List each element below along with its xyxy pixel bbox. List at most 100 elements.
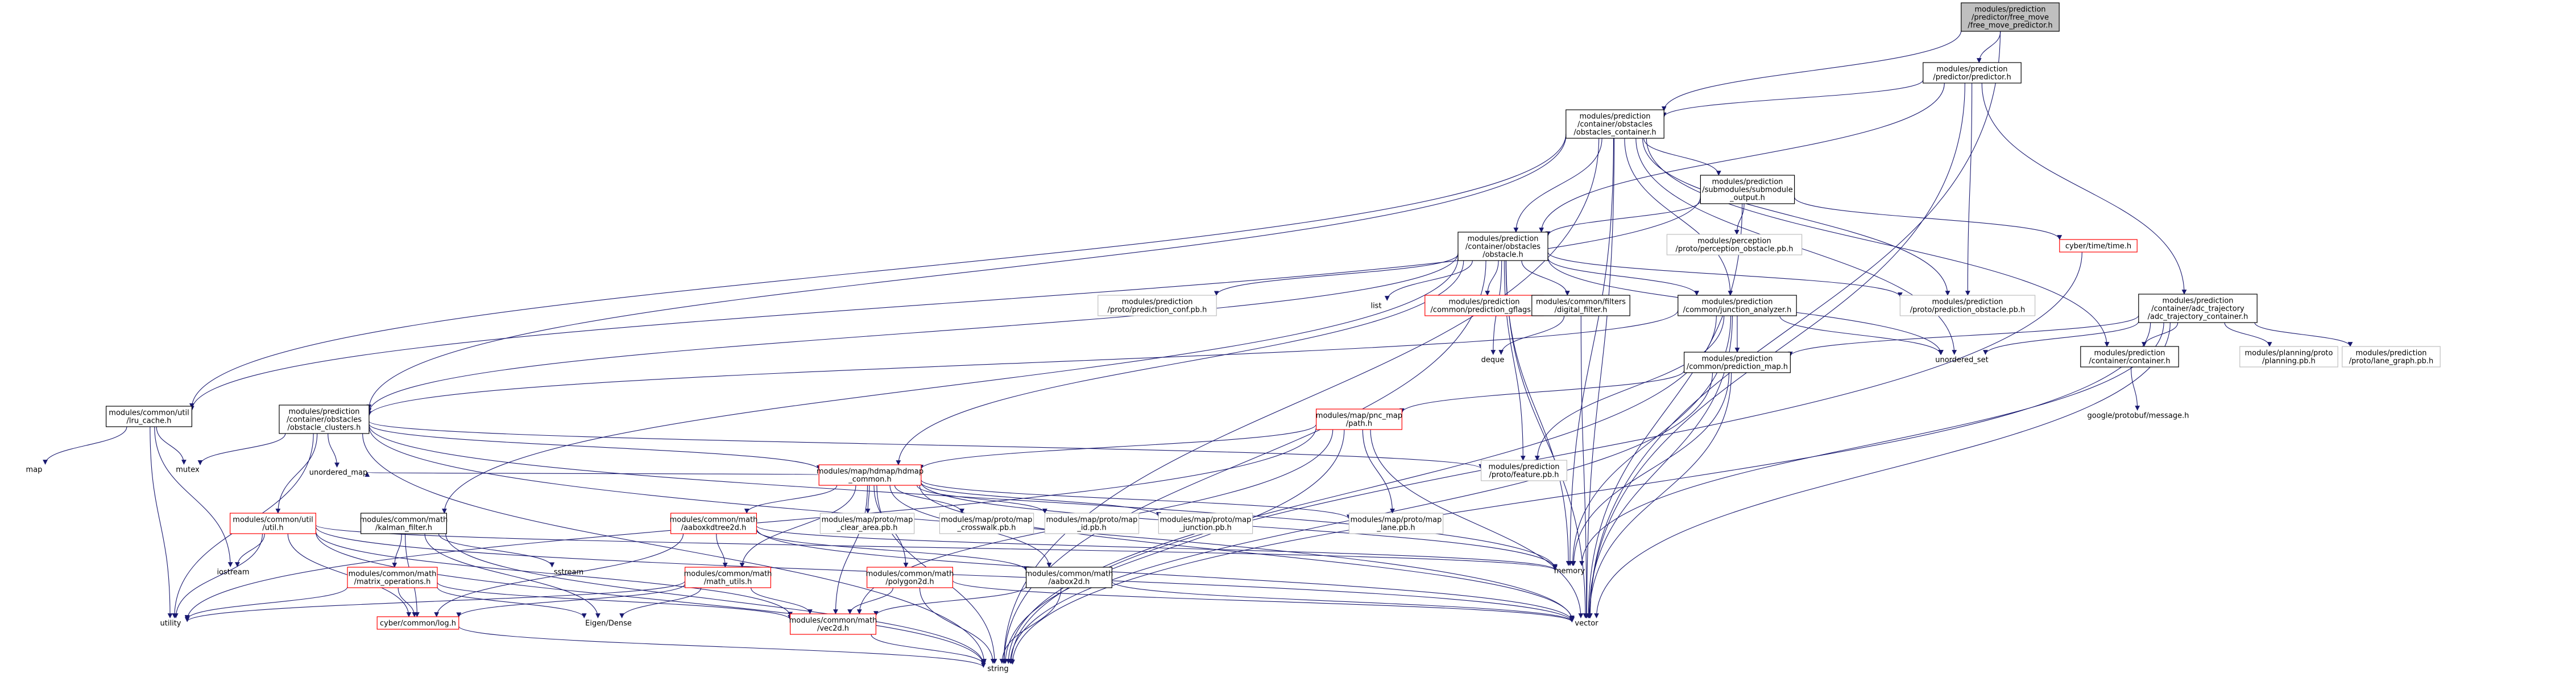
edge-pnc-path-to-vector bbox=[1370, 429, 1584, 618]
node-label-line: _crosswalk.pb.h bbox=[957, 524, 1016, 533]
edge-adc-trajectory-to-container-h bbox=[2142, 322, 2179, 347]
node-label-line: /planning.pb.h bbox=[2262, 357, 2316, 366]
node-label-line: modules/map/pnc_map bbox=[1316, 412, 1402, 420]
edge-predictor-to-prediction-obstacle-pb bbox=[1965, 82, 1973, 296]
node-aabox2d[interactable]: modules/common/math/aabox2d.h bbox=[1025, 567, 1113, 588]
edge-util-h-to-utility bbox=[173, 533, 263, 618]
node-submodule-output[interactable]: modules/prediction/submodules/submodule_… bbox=[1700, 175, 1795, 204]
node-unordered-map: unordered_map bbox=[309, 469, 368, 477]
edge-predictor-to-adc-trajectory bbox=[1981, 82, 2187, 295]
edge-matrix-operations-to-log-h bbox=[397, 587, 417, 617]
edge-aaboxkdtree2d-to-aabox2d bbox=[756, 530, 1029, 572]
node-label-line: modules/perception bbox=[1697, 237, 1771, 246]
node-junction-analyzer[interactable]: modules/prediction/common/junction_analy… bbox=[1678, 295, 1797, 316]
node-digital-filter[interactable]: modules/common/filters/digital_filter.h bbox=[1531, 295, 1630, 316]
node-label-line: modules/prediction bbox=[1121, 298, 1192, 307]
node-label-line: /digital_filter.h bbox=[1555, 306, 1608, 315]
node-obstacle[interactable]: modules/prediction/container/obstacles/o… bbox=[1457, 232, 1548, 261]
edge-container-h-to-message-h bbox=[2131, 366, 2140, 411]
node-free-move[interactable]: modules/prediction/predictor/free_move/f… bbox=[1961, 2, 2060, 32]
edge-hdmap-common-to-vec2d bbox=[833, 485, 868, 614]
node-box bbox=[789, 613, 876, 635]
node-box bbox=[376, 616, 459, 630]
edge-obstacle-to-string bbox=[1001, 260, 1486, 664]
node-label-line: deque bbox=[1481, 356, 1505, 365]
node-label-line: modules/prediction bbox=[1701, 298, 1772, 307]
node-prediction-map[interactable]: modules/prediction/common/prediction_map… bbox=[1684, 352, 1791, 373]
edge-lru-cache-to-map bbox=[43, 426, 127, 465]
node-vec2d: modules/common/math/vec2d.h bbox=[789, 613, 877, 635]
node-label-line: /container/obstacles bbox=[1577, 121, 1653, 129]
edge-submodule-output-to-lru-cache bbox=[189, 196, 1701, 411]
edge-obstacle-to-prediction-obstacle-pb bbox=[1547, 251, 1903, 298]
node-pnc-path: modules/map/pnc_map/path.h bbox=[1316, 408, 1403, 430]
edge-obstacles-container-to-submodule-output bbox=[1643, 138, 1721, 176]
node-label-line: modules/map/hdmap/hdmap bbox=[817, 468, 923, 476]
node-label-line: /kalman_filter.h bbox=[375, 524, 432, 533]
node-label-line: _clear_area.pb.h bbox=[836, 524, 897, 533]
edge-obstacle-to-obstacle-clusters bbox=[366, 253, 1459, 414]
node-box bbox=[1531, 295, 1630, 316]
edge-predictor-to-obstacle bbox=[1539, 82, 1945, 233]
edge-adc-trajectory-to-unordered-set bbox=[1983, 321, 2139, 355]
node-map: map bbox=[26, 466, 43, 474]
node-label-line: modules/prediction bbox=[1579, 113, 1650, 121]
node-label-line: /aaboxkdtree2d.h bbox=[681, 524, 747, 533]
node-label-line: modules/prediction bbox=[2355, 349, 2426, 358]
edge-polygon2d-to-vector bbox=[952, 580, 1575, 623]
node-utility: utility bbox=[160, 620, 181, 628]
node-label-line: _junction.pb.h bbox=[1179, 524, 1232, 533]
node-label-line: /proto/lane_graph.pb.h bbox=[2349, 357, 2433, 366]
node-map-junction-pb: modules/map/proto/map_junction.pb.h bbox=[1158, 513, 1253, 534]
node-kalman-filter[interactable]: modules/common/math/kalman_filter.h bbox=[360, 513, 448, 534]
node-label-line: /common/junction_analyzer.h bbox=[1683, 306, 1792, 315]
node-label-line: modules/map/proto/map bbox=[1046, 516, 1138, 525]
edge-junction-analyzer-to-unordered-set bbox=[1779, 315, 1943, 355]
node-label-line: modules/common/util bbox=[109, 409, 189, 418]
node-label-line: vector bbox=[1575, 620, 1598, 628]
node-prediction-conf-pb: modules/prediction/proto/prediction_conf… bbox=[1098, 295, 1217, 316]
node-deque: deque bbox=[1481, 356, 1505, 365]
node-box bbox=[2059, 239, 2138, 253]
node-label-line: sstream bbox=[554, 568, 583, 577]
edge-log-h-to-string bbox=[458, 626, 986, 668]
edge-obstacle-to-junction-analyzer bbox=[1547, 257, 1700, 296]
edge-obstacles-container-to-vector bbox=[1584, 138, 1615, 618]
edge-digital-filter-to-vector bbox=[1580, 315, 1589, 618]
edge-free-move-to-predictor bbox=[1976, 31, 2001, 63]
node-adc-trajectory[interactable]: modules/prediction/container/adc_traject… bbox=[2138, 294, 2258, 323]
edge-pnc-path-to-map-lane-pb bbox=[1362, 429, 1395, 514]
node-obstacles-container[interactable]: modules/prediction/container/obstacles/o… bbox=[1566, 109, 1664, 139]
node-container-h[interactable]: modules/prediction/container/container.h bbox=[2080, 346, 2179, 368]
edge-hdmap-common-to-map-id-pb bbox=[917, 485, 1047, 514]
node-label-line: map bbox=[26, 466, 43, 474]
edge-digital-filter-to-deque bbox=[1498, 315, 1565, 355]
edge-aaboxkdtree2d-to-vector bbox=[756, 528, 1575, 622]
node-box bbox=[1316, 408, 1403, 430]
node-iostream: iostream bbox=[217, 568, 249, 577]
edge-hdmap-common-to-map-junction-pb bbox=[921, 482, 1161, 517]
edge-junction-analyzer-to-string bbox=[1005, 315, 1717, 664]
edge-aaboxkdtree2d-to-memory bbox=[756, 525, 1558, 571]
node-label-line: modules/common/math bbox=[360, 516, 448, 525]
node-predictor[interactable]: modules/prediction/predictor/predictor.h bbox=[1923, 62, 2022, 84]
edge-adc-trajectory-to-string bbox=[1010, 322, 2151, 665]
node-label-line: modules/map/proto/map bbox=[1160, 516, 1252, 525]
node-box bbox=[1348, 513, 1444, 534]
node-box bbox=[670, 513, 757, 534]
node-label-line: /container/adc_trajectory bbox=[2151, 305, 2244, 313]
node-box bbox=[279, 405, 370, 434]
edge-pnc-path-to-hdmap-common bbox=[918, 424, 1317, 470]
edge-lru-cache-to-iostream bbox=[154, 426, 233, 567]
node-box bbox=[1457, 232, 1548, 261]
node-label-line: modules/prediction bbox=[2094, 349, 2165, 358]
node-obstacle-clusters[interactable]: modules/prediction/container/obstacles/o… bbox=[279, 405, 370, 434]
node-label-line: modules/common/math bbox=[1025, 570, 1113, 579]
node-log-h: cyber/common/log.h bbox=[376, 616, 459, 630]
node-lru-cache[interactable]: modules/common/util/lru_cache.h bbox=[106, 406, 193, 427]
node-box bbox=[1684, 352, 1791, 373]
edge-aabox2d-to-vector bbox=[1111, 581, 1575, 622]
node-label-line: _output.h bbox=[1729, 194, 1765, 203]
node-layer: modules/prediction/predictor/free_move/f… bbox=[26, 2, 2441, 674]
